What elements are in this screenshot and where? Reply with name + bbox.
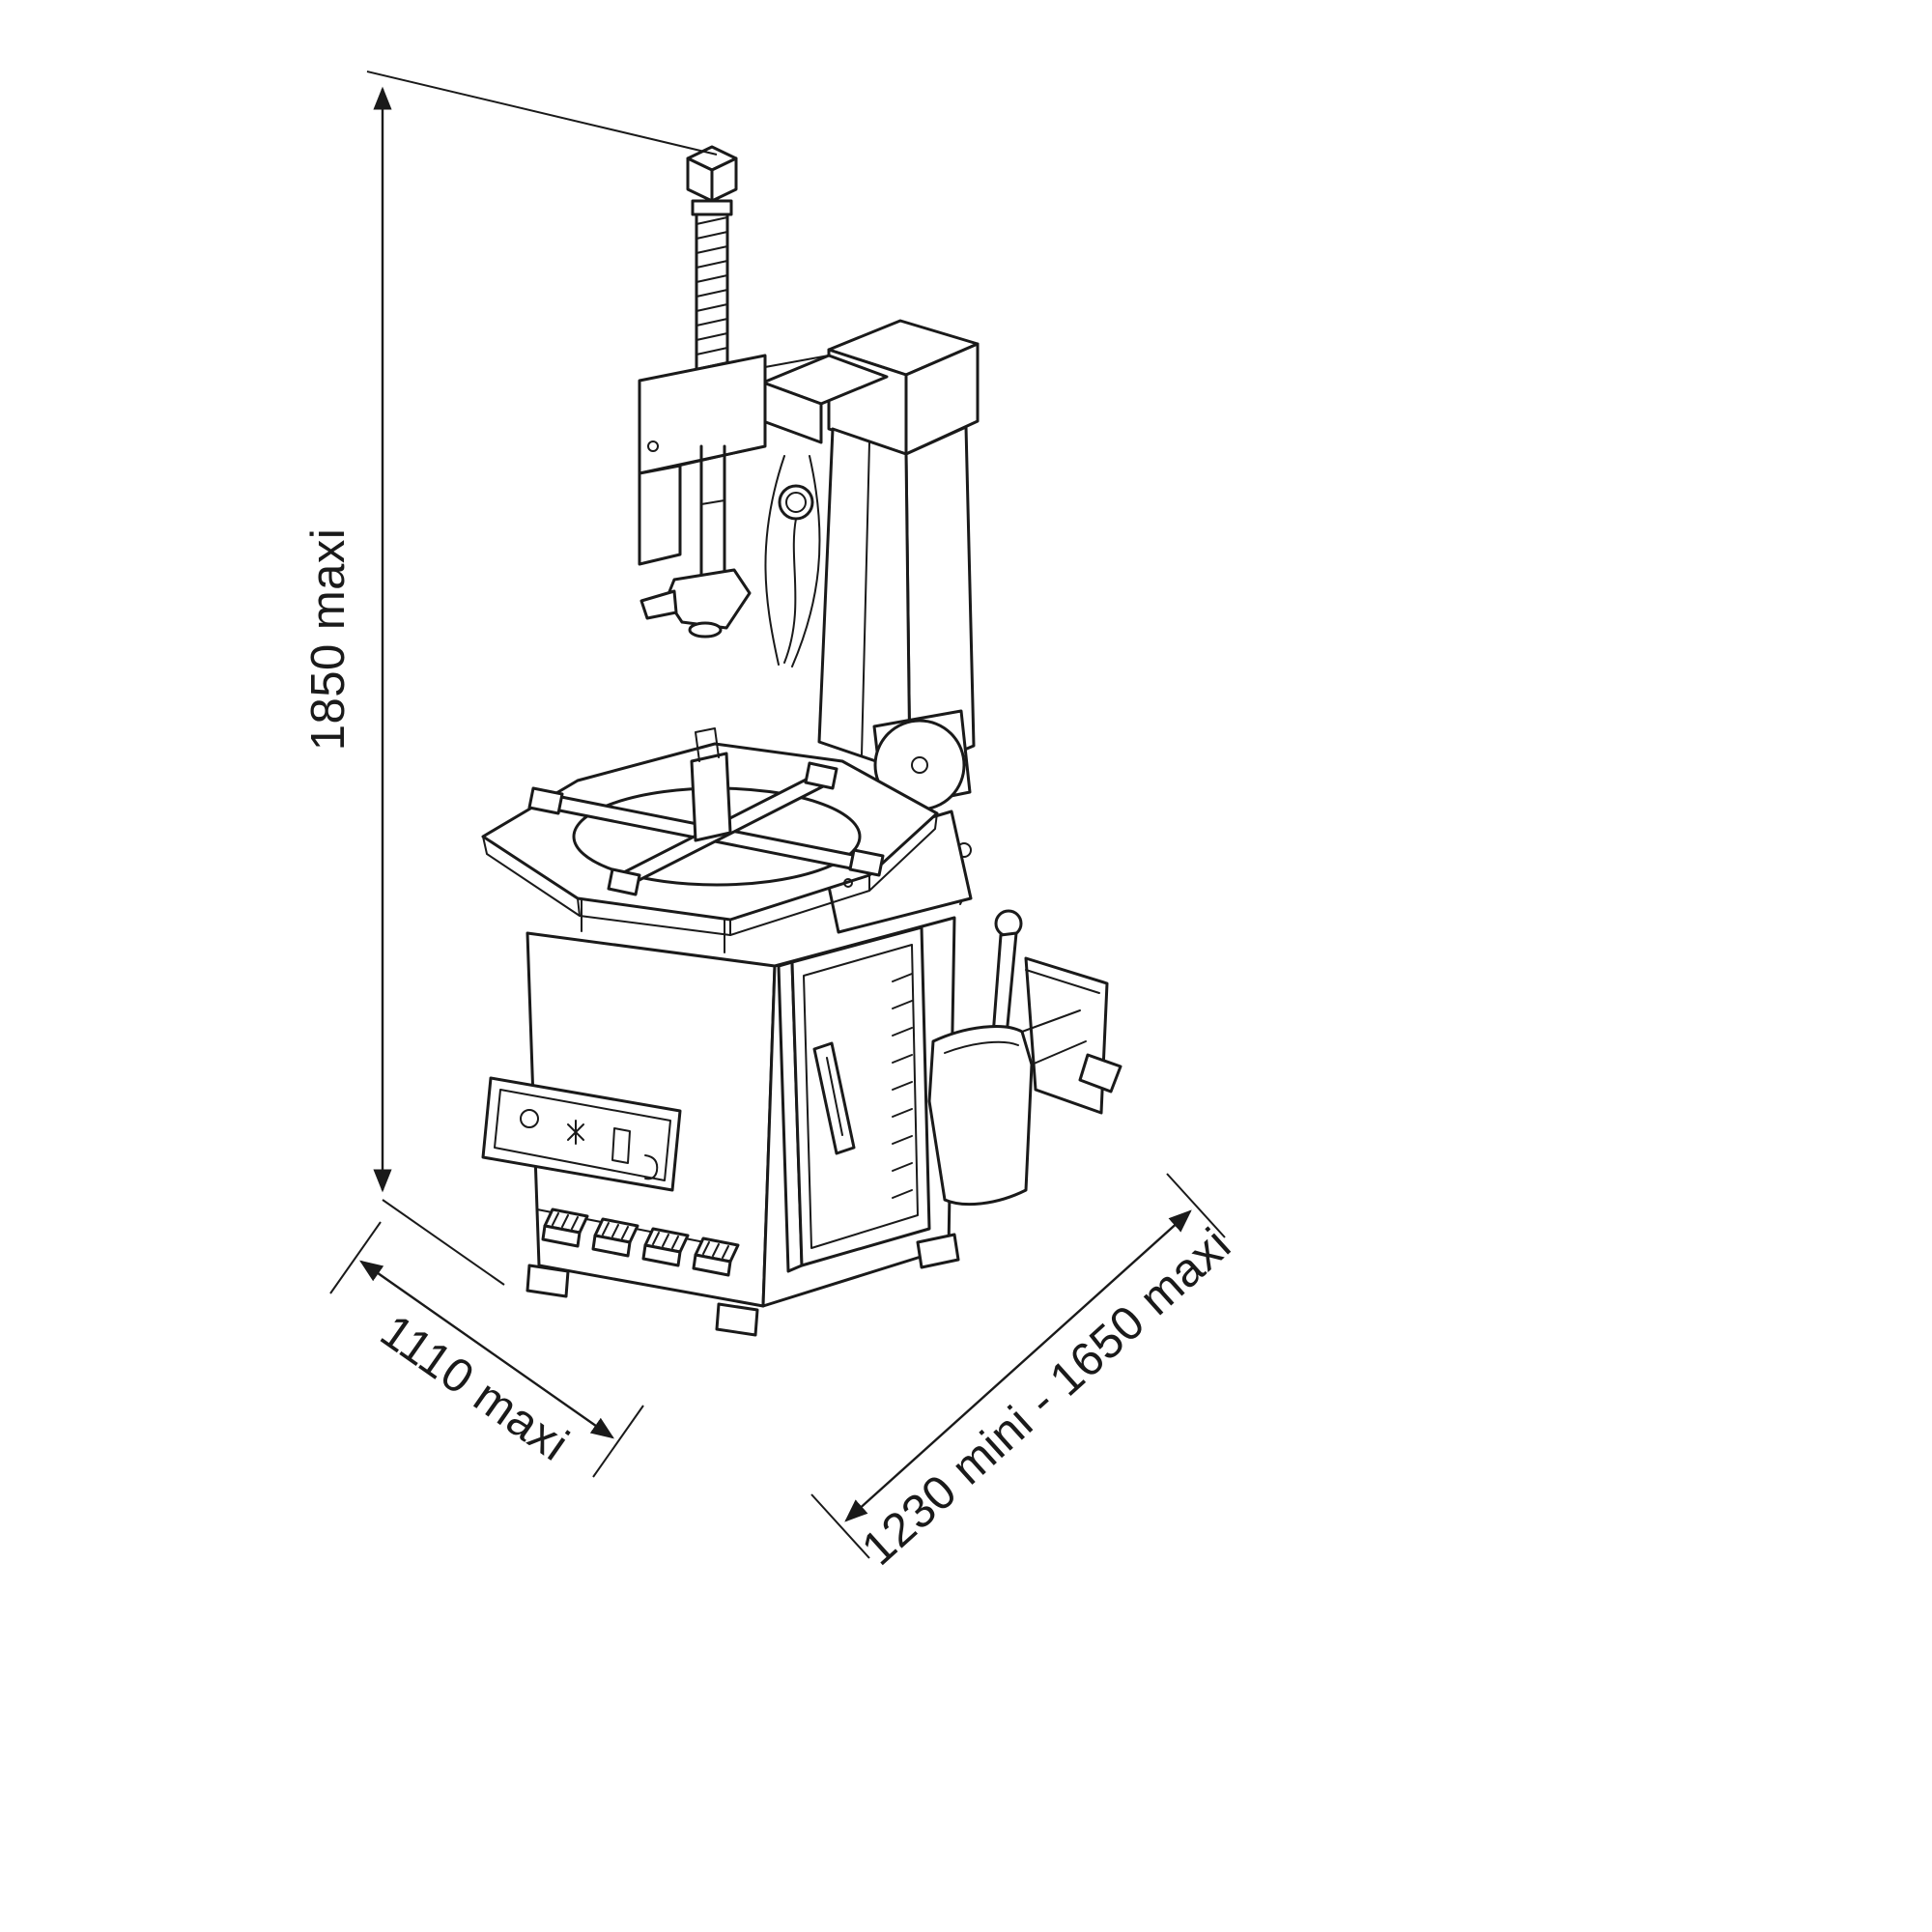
plate-icon — [611, 1127, 631, 1164]
mount-head — [639, 444, 752, 639]
extension-line — [366, 71, 718, 156]
control-plate — [481, 1076, 682, 1192]
turntable — [481, 727, 973, 953]
dimension-height: 1850 maxi — [302, 71, 718, 1286]
extension-line — [1166, 1173, 1226, 1238]
machine-drawing — [481, 145, 1122, 1337]
threaded-shaft — [686, 145, 738, 388]
plate-icon — [520, 1109, 539, 1128]
horizontal-arm — [761, 354, 889, 444]
air-gauge — [764, 455, 821, 668]
extension-line — [329, 1221, 382, 1294]
extension-line — [810, 1493, 870, 1559]
dimension-width-label: 1230 mini - 1650 maxi — [852, 1218, 1240, 1576]
center-clamp — [690, 752, 732, 842]
dimension-height-label: 1850 maxi — [302, 528, 355, 752]
carriage-bracket — [638, 354, 767, 566]
extension-line — [592, 1405, 644, 1478]
dimension-depth-label: 1110 maxi — [371, 1305, 578, 1471]
extension-line — [382, 1199, 505, 1286]
pedal-controls — [481, 1076, 740, 1277]
dimension-line-depth — [359, 1260, 614, 1439]
dimension-line-width — [844, 1209, 1192, 1522]
side-box — [777, 925, 931, 1273]
plate-icon — [567, 1120, 584, 1145]
plate-icon — [644, 1154, 659, 1180]
bead-breaker-blade — [927, 1025, 1034, 1207]
bead-breaker — [927, 909, 1122, 1207]
